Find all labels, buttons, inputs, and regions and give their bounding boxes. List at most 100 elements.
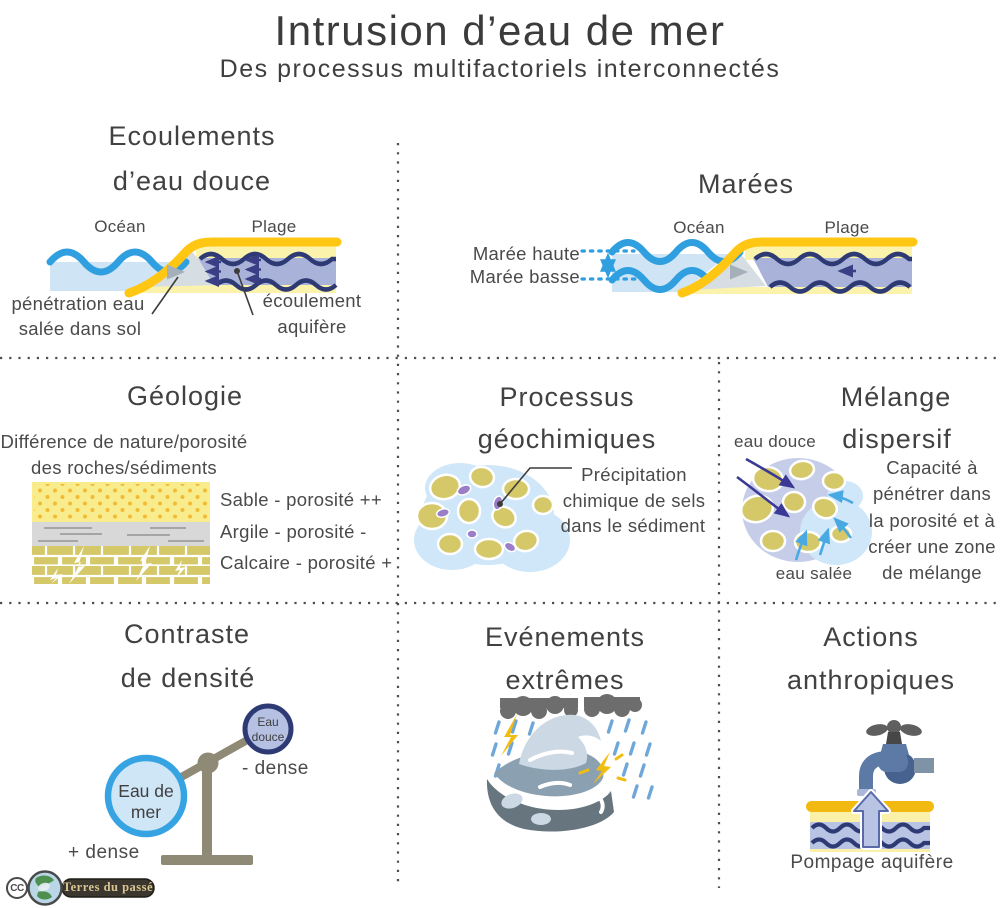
lightning-icon-right [593,752,611,784]
aquifer-bottom-wave [768,280,912,294]
freshwater-flow-diagram [46,237,342,316]
storm-icon [486,694,654,832]
pompage-label: Pompage aquifère [790,852,954,873]
limestone-layer [32,546,210,584]
high-tide-waves-icon [608,239,744,265]
geologie-desc-1: Différence de nature/porosité [0,431,248,452]
panel-title-geologie: Géologie [126,381,244,411]
panel-title-extremes-1: Evénements [484,622,646,652]
beach-surface [677,237,918,298]
melange-desc-4: créer une zone [868,536,996,557]
ecoulement-label-1: écoulement [262,290,362,311]
page-subtitle: Des processus multifactoriels interconne… [219,55,781,83]
globe-ice [38,882,50,892]
faucet-outlet [914,758,934,773]
panel-title-densite-2: de densité [120,663,256,693]
callout-dot [234,268,240,274]
credit-logo [6,870,155,906]
globe-land-2 [37,891,52,900]
maree-haute-label: Marée haute [472,243,580,264]
clay-dashes [38,527,204,542]
freshwater-circle [242,703,294,755]
freshwater-circle-label-1: Eau [257,715,279,729]
panel-dividers [0,143,1000,888]
calcaire-label: Calcaire - porosité + [220,552,393,573]
panel-title-marees: Marées [697,169,795,199]
lightning-sparks [578,753,627,782]
callout-line-penetration [151,276,179,315]
ecoulement-label-2: aquifère [277,316,347,337]
melange-desc-3: la porosité et à [868,510,996,531]
wave-base [486,779,614,832]
saltwater-arrows [794,490,854,561]
pale-sand-bottom [128,285,336,293]
pump-up-arrow-icon [853,791,889,848]
wave-foam-1 [501,793,523,809]
argile-label: Argile - porosité - [220,521,367,542]
panel-title-geochimie-2: géochimiques [477,424,657,454]
cc-license-icon [6,877,28,899]
faucet-icon [857,720,934,796]
melange-desc-1: Capacité à [886,457,978,478]
precipitation-label-2: chimique de sels [562,490,706,511]
limestone-cracks [50,546,186,584]
plage-label-left: Plage [251,217,297,236]
tides-diagram [580,237,918,298]
aquifer-flow-arrows [204,253,261,287]
callout-dot [497,501,503,507]
panel-title-anthropiques-2: anthropiques [786,665,956,695]
penetration-label-1: pénétration eau [11,293,145,314]
pale-sand-top [745,245,912,260]
eau-douce-label: eau douce [733,432,817,451]
panel-title-geochimie-1: Processus [499,382,635,412]
panel-title-ecoulements-1: Ecoulements [108,121,276,151]
callout-line-ecoulement [236,270,254,316]
geologie-desc-2: des roches/sédiments [31,457,217,478]
callout-line-precipitation [499,467,572,505]
clay-layer [32,522,210,546]
panel-title-extremes-2: extrêmes [505,665,625,695]
aquifer-bottom-wave [214,278,338,292]
panel-title-anthropiques-1: Actions [823,622,919,652]
storm-clouds-icon [500,694,642,719]
moins-dense-label: - dense [242,758,309,779]
low-tide-waves-icon [608,267,712,293]
tide-level-leaders [580,249,639,281]
rain-icon [490,718,654,800]
seawater-circle-label-2: mer [130,802,162,822]
cc-label: CC [10,883,24,894]
balance-base [161,855,253,865]
eau-salee-label: eau salée [775,564,853,583]
page-title: Intrusion d’eau de mer [274,7,726,54]
panel-title-ecoulements-2: d’eau douce [112,166,272,196]
balance-pivot [197,752,219,774]
sediment-grains [415,465,555,561]
sable-label: Sable - porosité ++ [220,489,383,510]
geochemical-sediment-diagram [414,463,572,572]
seawater-circle-label-1: Eau de [118,781,174,801]
salt-precipitates [435,484,517,553]
freshwater-arrows [736,457,796,518]
beach-surface [124,237,342,298]
seawater-circle [104,754,188,838]
credit-label: Terres du passé [62,880,154,894]
dispersive-mixing-diagram [736,457,872,565]
melange-desc-2: pénétrer dans [872,483,992,504]
aquifer-top-wave [753,251,912,267]
freshwater-circle-label-2: douce [251,730,285,744]
wave-highlights [528,749,605,814]
plage-label-right: Plage [824,218,870,237]
melange-desc-5: de mélange [882,562,982,583]
ocean-water [50,250,192,291]
ocean-label-right: Océan [673,218,725,237]
wave-foam-2 [531,813,551,825]
maree-basse-label: Marée basse [469,266,580,287]
penetration-label-2: salée dans sol [18,318,142,339]
panel-title-densite-1: Contraste [123,619,251,649]
lightning-icon-left [501,714,518,756]
panel-title-melange-2: dispersif [842,424,952,454]
plus-dense-label: + dense [68,842,140,863]
sand-dots [34,484,208,520]
